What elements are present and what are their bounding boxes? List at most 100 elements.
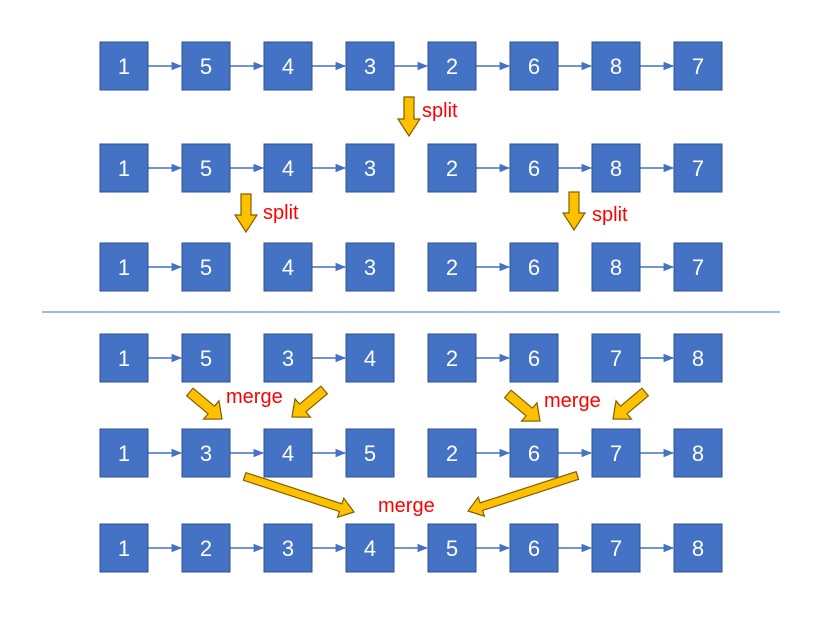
list-node: 4 (345, 333, 395, 383)
node-value: 4 (282, 255, 294, 280)
list-node: 1 (99, 41, 149, 91)
node-value: 2 (200, 536, 212, 561)
node-value: 1 (118, 346, 130, 371)
list-node: 3 (263, 523, 313, 573)
node-value: 5 (200, 156, 212, 181)
node-box (181, 41, 231, 91)
node-value: 3 (364, 54, 376, 79)
node-value: 6 (528, 536, 540, 561)
node-value: 1 (118, 156, 130, 181)
list-node: 3 (345, 143, 395, 193)
node-box (263, 41, 313, 91)
list-node: 2 (427, 428, 477, 478)
node-box (509, 428, 559, 478)
split-arrow-icon (561, 191, 587, 232)
node-box (509, 242, 559, 292)
list-node: 4 (263, 428, 313, 478)
node-value: 3 (364, 255, 376, 280)
list-node: 6 (509, 41, 559, 91)
node-box (99, 143, 149, 193)
node-value: 6 (528, 441, 540, 466)
node-box (345, 428, 395, 478)
node-box (99, 428, 149, 478)
merge-arrow-icon (185, 387, 223, 420)
node-box (427, 143, 477, 193)
node-value: 8 (610, 255, 622, 280)
split-arrow-icon (233, 193, 259, 234)
node-box (345, 143, 395, 193)
list-node: 2 (427, 242, 477, 292)
node-box (263, 242, 313, 292)
node-box (99, 523, 149, 573)
list-node: 5 (181, 143, 231, 193)
node-value: 5 (446, 536, 458, 561)
node-box (673, 333, 723, 383)
split-label: split (263, 202, 299, 224)
list-node: 7 (673, 242, 723, 292)
node-value: 1 (118, 54, 130, 79)
node-value: 7 (692, 255, 704, 280)
node-box (427, 41, 477, 91)
node-value: 7 (610, 536, 622, 561)
list-node: 6 (509, 428, 559, 478)
list-node: 2 (427, 333, 477, 383)
split-label: split (422, 100, 458, 122)
node-box (345, 41, 395, 91)
node-value: 2 (446, 255, 458, 280)
list-node: 3 (181, 428, 231, 478)
list-node: 4 (263, 143, 313, 193)
list-node: 7 (673, 143, 723, 193)
node-value: 1 (118, 255, 130, 280)
node-value: 8 (610, 54, 622, 79)
merge-arrow-icon (467, 470, 580, 518)
list-node: 5 (345, 428, 395, 478)
list-node: 4 (345, 523, 395, 573)
list-node: 1 (99, 143, 149, 193)
node-box (263, 523, 313, 573)
node-box (673, 428, 723, 478)
node-box (509, 143, 559, 193)
node-value: 4 (364, 536, 376, 561)
list-node: 8 (591, 41, 641, 91)
merge-arrow-icon (612, 387, 650, 420)
list-node: 5 (181, 333, 231, 383)
list-node: 1 (99, 523, 149, 573)
merge-label: merge (378, 495, 435, 517)
list-node: 1 (99, 333, 149, 383)
node-value: 4 (282, 156, 294, 181)
node-value: 8 (692, 536, 704, 561)
node-value: 8 (692, 346, 704, 371)
list-node: 2 (427, 143, 477, 193)
list-node: 7 (591, 523, 641, 573)
node-box (509, 41, 559, 91)
list-node: 3 (345, 41, 395, 91)
list-node: 6 (509, 143, 559, 193)
node-box (427, 428, 477, 478)
node-value: 8 (692, 441, 704, 466)
node-value: 7 (610, 346, 622, 371)
links-layer (148, 61, 675, 553)
node-box (673, 242, 723, 292)
node-value: 5 (200, 255, 212, 280)
merge-label: merge (544, 390, 601, 412)
node-box (591, 41, 641, 91)
node-box (591, 143, 641, 193)
node-value: 7 (692, 54, 704, 79)
node-box (181, 333, 231, 383)
node-box (673, 523, 723, 573)
node-box (509, 333, 559, 383)
node-box (673, 143, 723, 193)
node-value: 4 (282, 54, 294, 79)
node-value: 7 (610, 441, 622, 466)
list-node: 4 (263, 242, 313, 292)
node-box (181, 143, 231, 193)
node-box (99, 242, 149, 292)
merge-label: merge (226, 386, 283, 408)
merge-arrow-icon (291, 385, 329, 418)
list-node: 8 (591, 242, 641, 292)
node-box (181, 242, 231, 292)
node-box (591, 523, 641, 573)
node-value: 3 (200, 441, 212, 466)
list-node: 7 (591, 333, 641, 383)
node-value: 1 (118, 441, 130, 466)
